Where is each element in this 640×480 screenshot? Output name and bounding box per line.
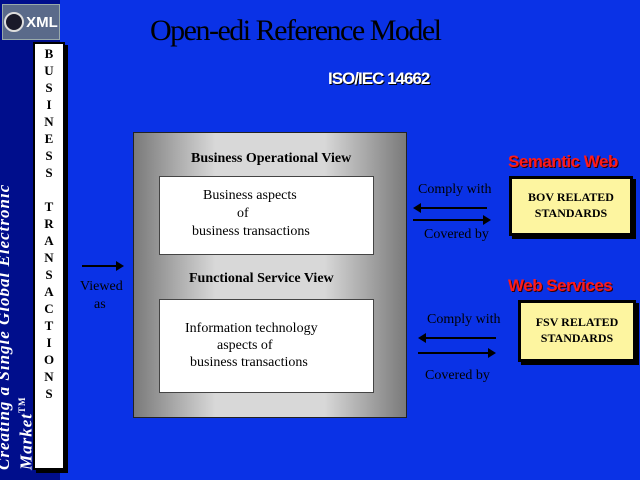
xml-logo: XML bbox=[2, 4, 60, 40]
letter: T bbox=[44, 318, 54, 333]
semantic-web-label: Semantic Web bbox=[508, 152, 618, 171]
fsv-text-line: aspects of bbox=[217, 338, 273, 353]
bov-text-line: business transactions bbox=[192, 224, 310, 239]
viewed-label: Viewed bbox=[80, 279, 123, 294]
fsv-box: Information technology aspects of busine… bbox=[159, 299, 374, 393]
bov-comply-arrow bbox=[413, 203, 487, 213]
fsv-standards-line: STANDARDS bbox=[540, 331, 614, 345]
letter: S bbox=[45, 80, 53, 95]
fsv-standards-box: FSV RELATED STANDARDS bbox=[518, 300, 636, 362]
fsv-comply-label: Comply with bbox=[427, 312, 501, 327]
letter: I bbox=[46, 335, 52, 350]
bov-covered-label: Covered by bbox=[424, 227, 489, 242]
bov-heading: Business Operational View bbox=[191, 151, 352, 166]
letter: O bbox=[43, 352, 55, 367]
letter: U bbox=[44, 63, 54, 78]
letter: S bbox=[45, 267, 53, 282]
trademark: TM bbox=[17, 396, 27, 414]
letter: R bbox=[44, 216, 54, 231]
letter: T bbox=[44, 199, 54, 214]
letter: N bbox=[44, 114, 54, 129]
bov-standards-line: STANDARDS bbox=[534, 206, 608, 220]
business-transactions-column: B U S I N E S S T R A N S A C T I O N S bbox=[33, 42, 65, 470]
logo-text: XML bbox=[26, 13, 58, 31]
bov-text-line: Business aspects bbox=[203, 188, 297, 203]
letter: S bbox=[45, 386, 53, 401]
vertical-banner: Creating a Single Global Electronic Mark… bbox=[0, 140, 36, 470]
letter: C bbox=[44, 301, 54, 316]
banner-text: Creating a Single Global Electronic Mark… bbox=[0, 183, 36, 470]
bov-covered-arrow bbox=[413, 215, 491, 225]
viewed-as-arrow bbox=[82, 261, 124, 271]
letter: S bbox=[45, 148, 53, 163]
letter: I bbox=[46, 97, 52, 112]
bov-standards-box: BOV RELATED STANDARDS bbox=[509, 176, 633, 236]
letter: E bbox=[44, 131, 54, 146]
reference-model-panel: Business Operational View Business aspec… bbox=[133, 132, 407, 418]
letter: N bbox=[44, 250, 54, 265]
letter: N bbox=[44, 369, 54, 384]
fsv-covered-arrow bbox=[418, 348, 496, 358]
page-title: Open-edi Reference Model bbox=[150, 14, 442, 47]
fsv-heading: Functional Service View bbox=[189, 271, 334, 286]
letter: A bbox=[44, 233, 54, 248]
bov-text-line: of bbox=[237, 206, 249, 221]
web-services-label: Web Services bbox=[508, 276, 613, 295]
letter: B bbox=[44, 46, 54, 61]
letter: A bbox=[44, 284, 54, 299]
globe-icon bbox=[4, 12, 25, 32]
fsv-text-line: business transactions bbox=[190, 355, 308, 370]
page-subtitle: ISO/IEC 14662 bbox=[328, 69, 430, 88]
letter: S bbox=[45, 165, 53, 180]
fsv-comply-arrow bbox=[418, 333, 496, 343]
bov-comply-label: Comply with bbox=[418, 182, 492, 197]
sidebar: XML Creating a Single Global Electronic … bbox=[0, 0, 65, 480]
fsv-text-line: Information technology bbox=[185, 321, 318, 336]
as-label: as bbox=[94, 297, 106, 312]
fsv-covered-label: Covered by bbox=[425, 368, 490, 383]
fsv-standards-line: FSV RELATED bbox=[535, 315, 619, 329]
bov-standards-line: BOV RELATED bbox=[528, 190, 614, 204]
bov-box: Business aspects of business transaction… bbox=[159, 176, 374, 255]
